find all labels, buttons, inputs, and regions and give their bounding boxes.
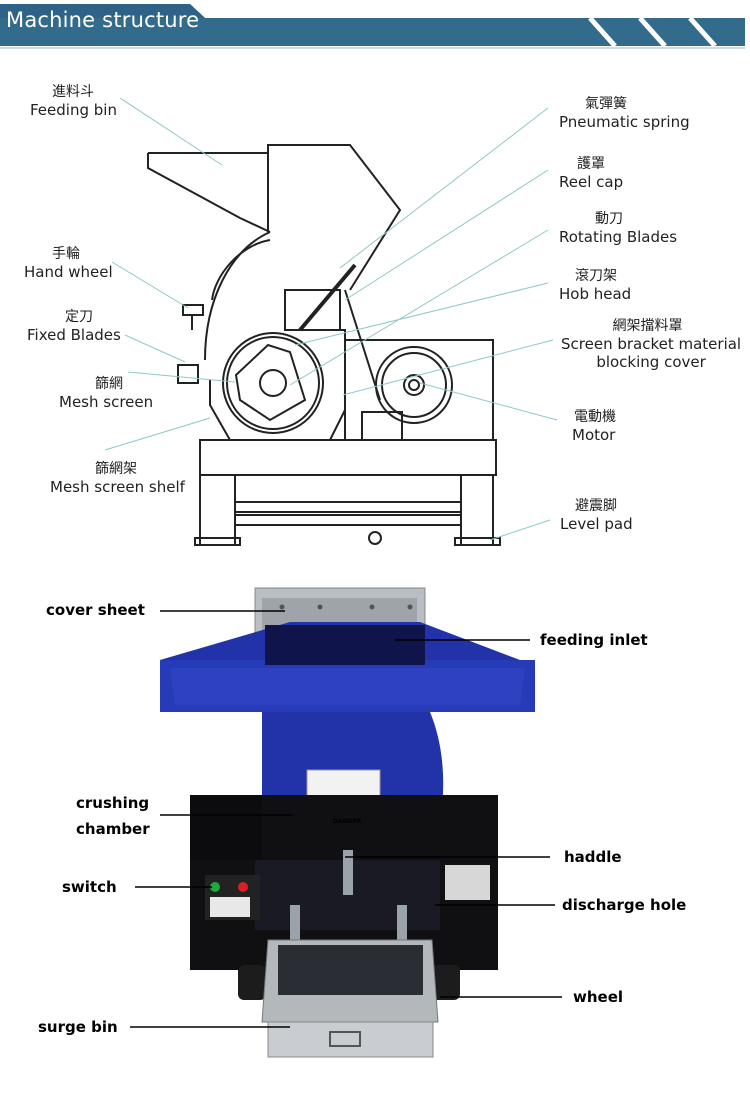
page-title: Machine structure (6, 8, 200, 32)
label-motor: 電動機 Motor (572, 409, 616, 444)
label-hand-wheel: 手輪 Hand wheel (24, 246, 113, 281)
label-level-pad: 避震脚 Level pad (560, 498, 633, 533)
label-feeding-bin: 進料斗 Feeding bin (30, 84, 117, 119)
machine-line-drawing (104, 97, 558, 546)
label-cover-sheet: cover sheet (46, 601, 145, 619)
label-feeding-inlet: feeding inlet (540, 631, 648, 649)
label-mesh-screen: 篩網 Mesh screen (59, 376, 154, 411)
label-fixed-blades: 定刀 Fixed Blades (27, 309, 121, 344)
label-screen-bracket-cover: 網架擋料罩 Screen bracket material blocking c… (561, 318, 742, 371)
label-discharge-hole: discharge hole (562, 896, 687, 914)
label-rotating-blades: 動刀 Rotating Blades (559, 211, 678, 246)
label-switch: switch (62, 878, 117, 896)
label-surge-bin: surge bin (38, 1018, 118, 1036)
label-reel-cap: 護罩 Reel cap (559, 156, 624, 191)
label-hob-head: 滾刀架 Hob head (559, 268, 632, 303)
label-wheel: wheel (573, 988, 624, 1006)
label-pneumatic-spring: 氣彈簧 Pneumatic spring (559, 96, 690, 131)
banner-shape (0, 4, 745, 49)
label-haddle: haddle (564, 848, 622, 866)
header-banner: Machine structure (0, 0, 750, 52)
label-crushing-chamber: crushing chamber (76, 794, 150, 838)
danger-sticker-text: DANGER (333, 818, 362, 825)
label-mesh-screen-shelf: 篩網架 Mesh screen shelf (50, 461, 185, 496)
